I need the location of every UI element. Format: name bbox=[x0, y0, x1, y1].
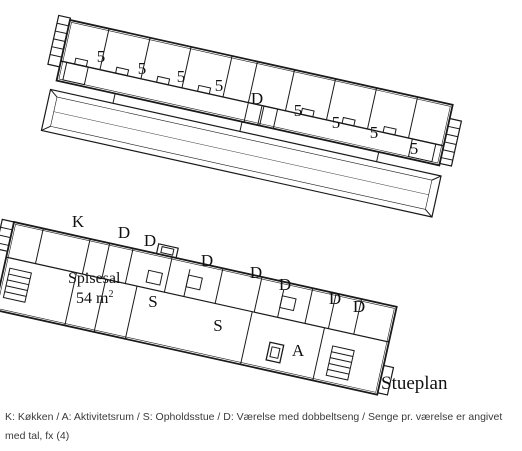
dining-hall-name: Spisesal bbox=[68, 270, 121, 287]
room-label: D bbox=[250, 263, 262, 282]
plan-title: Stueplan bbox=[381, 373, 448, 394]
room-label: D bbox=[201, 251, 213, 270]
room-label: 5 bbox=[177, 67, 186, 86]
room-label: 5 bbox=[332, 113, 341, 132]
room-label: 5 bbox=[138, 59, 147, 78]
room-label: D bbox=[118, 223, 130, 242]
activity-room-label: A bbox=[292, 341, 305, 360]
room-label: 5 bbox=[370, 123, 379, 142]
legend-caption: K: Køkken / A: Aktivitetsrum / S: Ophold… bbox=[5, 411, 503, 442]
room-label: 5 bbox=[215, 76, 224, 95]
room-label: D bbox=[251, 89, 263, 108]
room-label: D bbox=[279, 275, 291, 294]
dining-hall-label: Spisesal 54 m2 bbox=[68, 270, 121, 307]
dining-area-sup: 2 bbox=[108, 289, 113, 300]
top-wing-labels: 5 5 5 5 D 5 5 5 5 bbox=[97, 47, 419, 158]
room-label: 5 bbox=[410, 139, 419, 158]
room-label: 5 bbox=[294, 101, 303, 120]
bottom-wing-labels: K D D D D D D D S S A bbox=[72, 212, 365, 360]
lounge-label: S bbox=[148, 292, 157, 311]
room-label: D bbox=[353, 297, 365, 316]
bottom-wing bbox=[0, 218, 398, 396]
kitchen-label: K bbox=[72, 212, 85, 231]
floor-plan: 5 5 5 5 D 5 5 5 5 K D D D D D D D S S A … bbox=[0, 14, 463, 396]
top-wing bbox=[40, 14, 463, 218]
room-label: 5 bbox=[97, 47, 106, 66]
room-label: D bbox=[144, 231, 156, 250]
dining-hall-area: 54 m2 bbox=[76, 289, 113, 307]
dining-area-value: 54 m bbox=[76, 290, 109, 307]
room-label: D bbox=[329, 289, 341, 308]
lounge-label: S bbox=[213, 316, 222, 335]
